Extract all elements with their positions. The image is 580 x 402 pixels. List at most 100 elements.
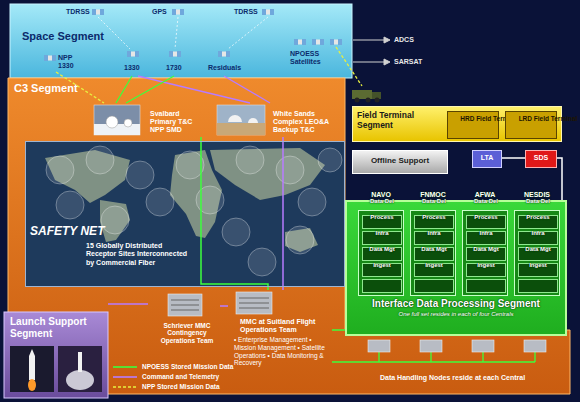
process-box: Ingest <box>362 279 402 293</box>
label-holder: SARSAT <box>394 58 422 65</box>
node-body: One full set resides in each of four Cen… <box>347 311 565 317</box>
connector-line <box>108 303 148 305</box>
label-holder: TDRSS <box>66 8 90 16</box>
server-icon <box>168 292 272 316</box>
node-title: C3 Segment <box>14 82 570 94</box>
launch-ground <box>4 312 108 398</box>
node-title: Data Del <box>519 195 557 207</box>
node-title: Infra <box>519 227 557 239</box>
segment-panel: Interface Data Processing SegmentOne ful… <box>345 200 567 336</box>
node-title: Schriever MMC Contingency Operations Tea… <box>154 322 220 344</box>
connector-line <box>220 305 228 307</box>
central-box: NESDISData DelProcessInfraData MgtIngest <box>514 210 560 296</box>
legend-row: NPOESS Stored Mission Data <box>112 362 228 372</box>
label-holder: NPOESS Satellites <box>290 50 340 66</box>
node-title: Infra <box>467 227 505 239</box>
terminal-box: LRD Field Terminal <box>505 111 557 139</box>
legend-text: NPOESS Stored Mission Data <box>142 362 233 372</box>
segment-panel: Launch Support Segment <box>4 312 108 398</box>
world-map <box>25 141 345 287</box>
node-title: Data Mgt <box>467 243 505 255</box>
station-photo <box>94 105 265 135</box>
annotation-label: TDRSS <box>66 8 90 16</box>
node-title: Ingest <box>363 259 401 271</box>
legend-row: Command and Telemetry <box>112 372 228 382</box>
connector-line <box>332 329 345 331</box>
process-box: Ingest <box>518 279 558 293</box>
node-title: Ingest <box>519 259 557 271</box>
node-body: • Enterprise Management • Mission Manage… <box>234 336 330 367</box>
annotation-label: TDRSS <box>234 8 258 16</box>
label-holder: GPS <box>152 8 167 16</box>
node-title: Ingest <box>415 259 453 271</box>
node-title: SDS <box>526 151 556 165</box>
legend-text: Command and Telemetry <box>142 372 219 382</box>
legend: NPOESS Stored Mission DataCommand and Te… <box>112 362 228 394</box>
c3-ground <box>8 78 570 394</box>
ground-station: Svalbard Primary T&C NPP SMD <box>92 103 207 137</box>
operations-center: MMC at Suitland Flight Operations Team • … <box>228 290 332 376</box>
node-title: Data Mgt <box>363 243 401 255</box>
operations-center: Schriever MMC Contingency Operations Tea… <box>148 292 220 347</box>
node-title: Data Del <box>467 195 505 207</box>
crosslink-line <box>98 17 268 49</box>
node-title: Launch Support Segment <box>10 316 102 339</box>
connector-line <box>502 157 525 159</box>
node-title: Data Del <box>363 195 401 207</box>
legend-line-sample <box>112 364 138 370</box>
node-title: Data Mgt <box>415 243 453 255</box>
archive-box: SDS <box>525 150 557 168</box>
node-title: Process <box>415 211 453 223</box>
label-holder: Data Handling Nodes reside at each Centr… <box>380 374 525 381</box>
node-title: Svalbard Primary T&C NPP SMD <box>150 110 205 134</box>
label-holder: Residuals <box>208 64 241 72</box>
node-title: Ingest <box>467 259 505 271</box>
annotation-label: Residuals <box>208 64 241 72</box>
node-title: Infra <box>415 227 453 239</box>
annotation-label: NPOESS Satellites <box>290 50 340 66</box>
label-holder: 1330 <box>124 64 140 72</box>
connector-line <box>557 158 562 200</box>
node-title: Process <box>519 211 557 223</box>
node-title: Field Terminal Segment <box>357 111 437 131</box>
node-title: Offline Support <box>353 151 447 171</box>
space-ground <box>10 4 352 78</box>
annotation-label: ADCS <box>394 36 414 43</box>
segment-panel: Field Terminal Segment HRD Field Terminal… <box>352 106 562 142</box>
annotation-label: 1730 <box>166 64 182 72</box>
logo-text: SAFETY NET <box>30 224 104 238</box>
support-box: Offline Support <box>352 150 448 174</box>
label-holder: ADCS <box>394 36 414 43</box>
downlink-line <box>56 47 362 103</box>
annotation-label: 1330 <box>124 64 140 72</box>
annotation-label: NPP 1330 <box>58 54 86 70</box>
annotation-label: Data Handling Nodes reside at each Centr… <box>380 374 525 381</box>
central-box: NAVOData DelProcessInfraData MgtIngest <box>358 210 404 296</box>
legend-text: NPP Stored Mission Data <box>142 382 220 392</box>
process-box: Ingest <box>414 279 454 293</box>
legend-line-sample <box>112 384 138 390</box>
node-title: Data Del <box>415 195 453 207</box>
node-title: White Sands Complex LEO&A Backup T&C <box>273 110 338 134</box>
node-title: LRD Field Terminal <box>508 115 580 123</box>
external-arrow <box>353 37 390 65</box>
legend-line-sample <box>112 374 138 380</box>
label-holder: NPP 1330 <box>58 54 86 70</box>
ground-station: White Sands Complex LEO&A Backup T&C <box>215 103 340 137</box>
central-box: AFWAData DelProcessInfraData MgtIngest <box>462 210 508 296</box>
receptor-map: 15 Globally Distributed Receptor Sites I… <box>25 141 345 287</box>
node-title: Process <box>467 211 505 223</box>
node-title: MMC at Suitland Flight Operations Team <box>240 318 330 334</box>
vehicle-icon <box>352 90 381 103</box>
central-box: FNMOCData DelProcessInfraData MgtIngest <box>410 210 456 296</box>
terminal-box: HRD Field Terminal <box>447 111 499 139</box>
node-title: 15 Globally Distributed Receptor Sites I… <box>86 242 190 267</box>
node-title: Space Segment <box>22 30 352 42</box>
archive-box: LTA <box>472 150 502 168</box>
node-title: Data Mgt <box>519 243 557 255</box>
legend-row: NPP Stored Mission Data <box>112 382 228 392</box>
process-box: Ingest <box>466 279 506 293</box>
label-holder: SAFETY NET <box>30 224 104 238</box>
